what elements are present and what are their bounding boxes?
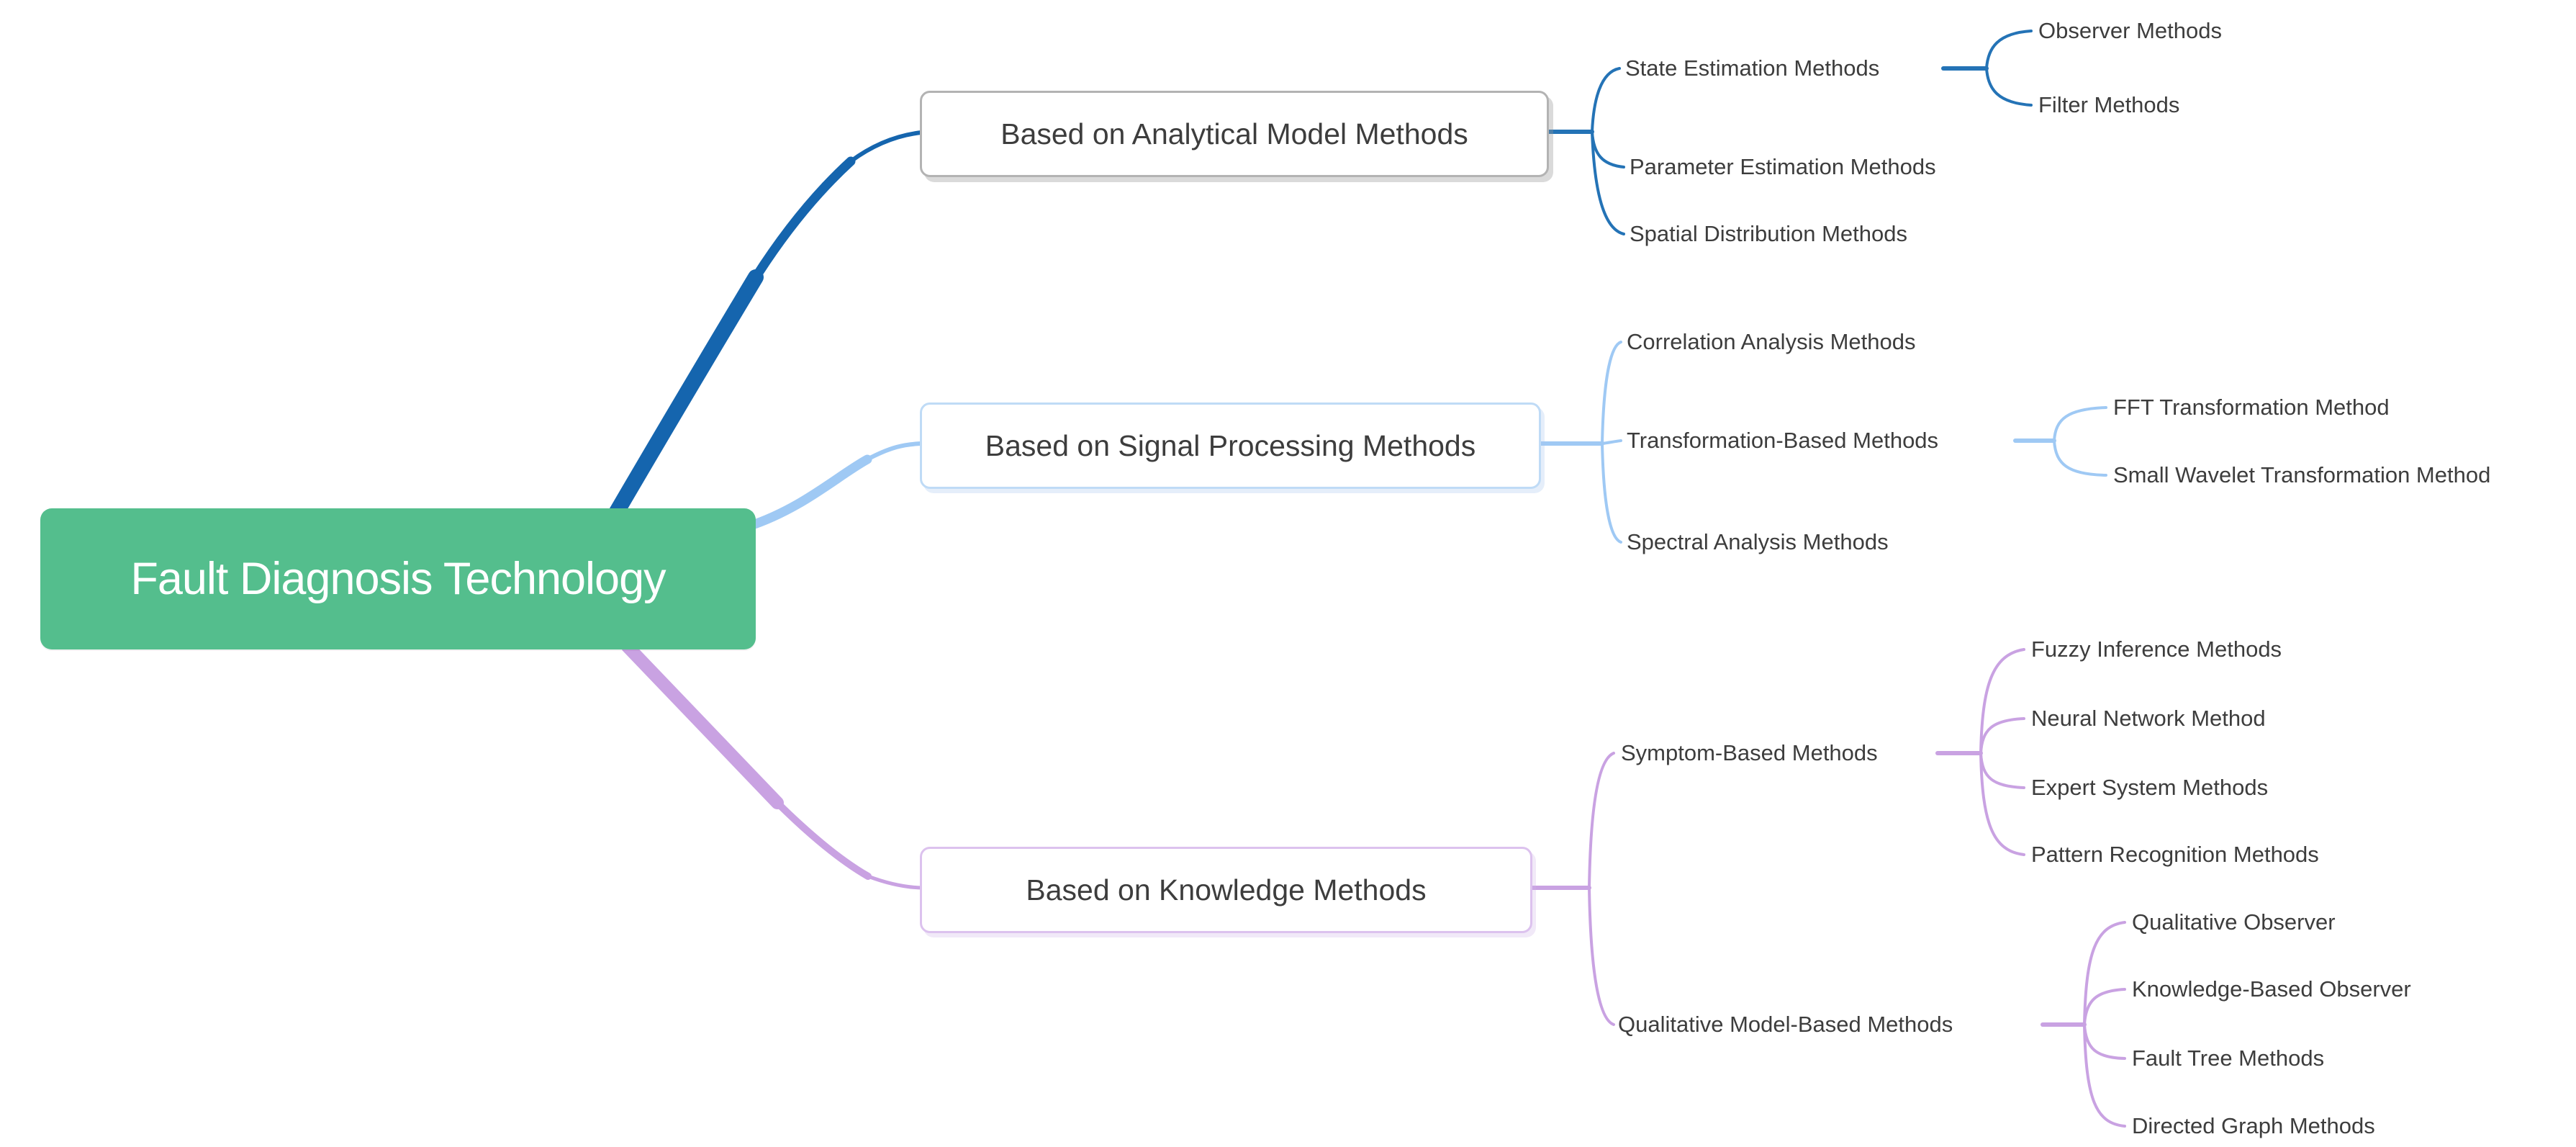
connector-state-estimation: [1591, 67, 1621, 133]
connector-root-analytical: [607, 269, 764, 522]
node-observer-methods[interactable]: Observer Methods: [2038, 18, 2222, 43]
node-fault-tree-methods[interactable]: Fault Tree Methods: [2132, 1045, 2325, 1071]
node-qualitative-observer[interactable]: Qualitative Observer: [2132, 909, 2336, 935]
node-correlation-analysis-methods[interactable]: Correlation Analysis Methods: [1627, 329, 1916, 354]
connector-correlation-analysis: [1601, 341, 1622, 445]
connector-root-signal-end: [865, 441, 923, 462]
connector-pattern-recognition: [1979, 752, 2025, 856]
branch-node-signal-processing[interactable]: Based on Signal Processing Methods: [920, 402, 1541, 489]
branch-node-analytical-model[interactable]: Based on Analytical Model Methods: [920, 91, 1549, 177]
node-expert-system-methods[interactable]: Expert System Methods: [2031, 775, 2269, 800]
connector-root-knowledge-mid: [774, 799, 872, 880]
node-directed-graph-methods[interactable]: Directed Graph Methods: [2132, 1113, 2375, 1138]
connector-symptom-based: [1588, 752, 1615, 889]
connector-root-signal: [744, 454, 872, 531]
connector-root-analytical-mid: [751, 156, 856, 282]
node-qualitative-model-based-methods[interactable]: Qualitative Model-Based Methods: [1618, 1012, 1953, 1037]
connector-fuzzy-inference: [1979, 648, 2025, 755]
connector-qualitative-model: [1588, 886, 1615, 1026]
node-knowledge-based-observer[interactable]: Knowledge-Based Observer: [2132, 976, 2411, 1002]
connector-filter-methods: [1985, 67, 2033, 107]
connector-root-knowledge-end: [866, 874, 923, 890]
connector-directed-graph: [2083, 1023, 2126, 1128]
root-node-fault-diagnosis[interactable]: Fault Diagnosis Technology: [40, 508, 756, 649]
node-state-estimation-methods[interactable]: State Estimation Methods: [1625, 55, 1880, 81]
connector-spectral-analysis: [1601, 442, 1622, 544]
connector-transformation-based: [1601, 439, 1622, 445]
node-small-wavelet-transformation-method[interactable]: Small Wavelet Transformation Method: [2113, 462, 2491, 487]
node-symptom-based-methods[interactable]: Symptom-Based Methods: [1621, 740, 1878, 765]
branch-node-knowledge[interactable]: Based on Knowledge Methods: [920, 847, 1532, 933]
connector-fault-tree: [2083, 1023, 2126, 1060]
connector-small-wavelet: [2053, 439, 2107, 477]
node-transformation-based-methods[interactable]: Transformation-Based Methods: [1627, 428, 1939, 453]
node-fuzzy-inference-methods[interactable]: Fuzzy Inference Methods: [2031, 637, 2282, 662]
connector-fft: [2053, 406, 2107, 442]
connector-root-knowledge: [621, 640, 784, 809]
connector-neural-network: [1979, 717, 2025, 755]
node-neural-network-method[interactable]: Neural Network Method: [2031, 706, 2266, 731]
connector-qualitative-observer: [2083, 921, 2126, 1026]
node-spatial-distribution-methods[interactable]: Spatial Distribution Methods: [1630, 221, 1907, 246]
connector-parameter-estimation: [1591, 130, 1625, 168]
connector-expert-system: [1979, 752, 2025, 789]
node-filter-methods[interactable]: Filter Methods: [2038, 92, 2180, 117]
node-fft-transformation-method[interactable]: FFT Transformation Method: [2113, 395, 2390, 420]
node-spectral-analysis-methods[interactable]: Spectral Analysis Methods: [1627, 529, 1889, 554]
connector-knowledge-observer: [2083, 988, 2126, 1026]
connector-observer-methods: [1985, 30, 2033, 70]
node-parameter-estimation-methods[interactable]: Parameter Estimation Methods: [1630, 154, 1936, 179]
connector-root-analytical-end: [849, 130, 923, 163]
connector-spatial-distribution: [1591, 130, 1625, 235]
node-pattern-recognition-methods[interactable]: Pattern Recognition Methods: [2031, 842, 2319, 867]
